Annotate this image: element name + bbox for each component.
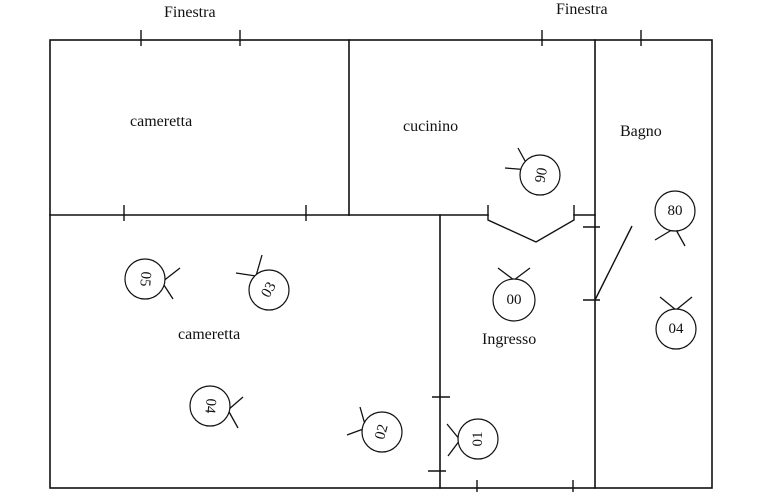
outer-wall xyxy=(49,39,713,489)
marker-label: 04 xyxy=(669,321,685,337)
room-label-bagno: Bagno xyxy=(620,123,662,140)
room-label-cucinino: cucinino xyxy=(403,118,458,135)
marker-label: 05 xyxy=(136,271,153,287)
marker-label: 01 xyxy=(470,432,486,447)
marker-05: 05 xyxy=(124,258,181,300)
room-label-cameretta-bottom: cameretta xyxy=(178,326,240,343)
marker-01: 01 xyxy=(446,418,499,460)
kitchen-door xyxy=(487,205,575,243)
window-label: Finestra xyxy=(164,4,216,21)
marker-06: 06 xyxy=(504,147,561,196)
marker-02: 02 xyxy=(346,406,403,453)
marker-80: 80 xyxy=(654,190,696,247)
marker-00: 00 xyxy=(492,267,536,322)
room-label-ingresso: Ingresso xyxy=(482,331,536,348)
marker-04-bagno: 04 xyxy=(655,296,697,350)
window-label: Finestra xyxy=(556,1,608,18)
marker-03: 03 xyxy=(235,254,290,311)
marker-label: 00 xyxy=(507,292,522,308)
marker-label: 04 xyxy=(201,398,218,415)
marker-label: 03 xyxy=(258,280,279,301)
room-label-cameretta-top: cameretta xyxy=(130,113,192,130)
marker-04-cameretta: 04 xyxy=(189,385,244,429)
marker-label: 02 xyxy=(372,423,391,442)
bathroom-door xyxy=(594,225,633,301)
marker-label: 06 xyxy=(531,166,549,184)
marker-label: 80 xyxy=(668,203,683,219)
